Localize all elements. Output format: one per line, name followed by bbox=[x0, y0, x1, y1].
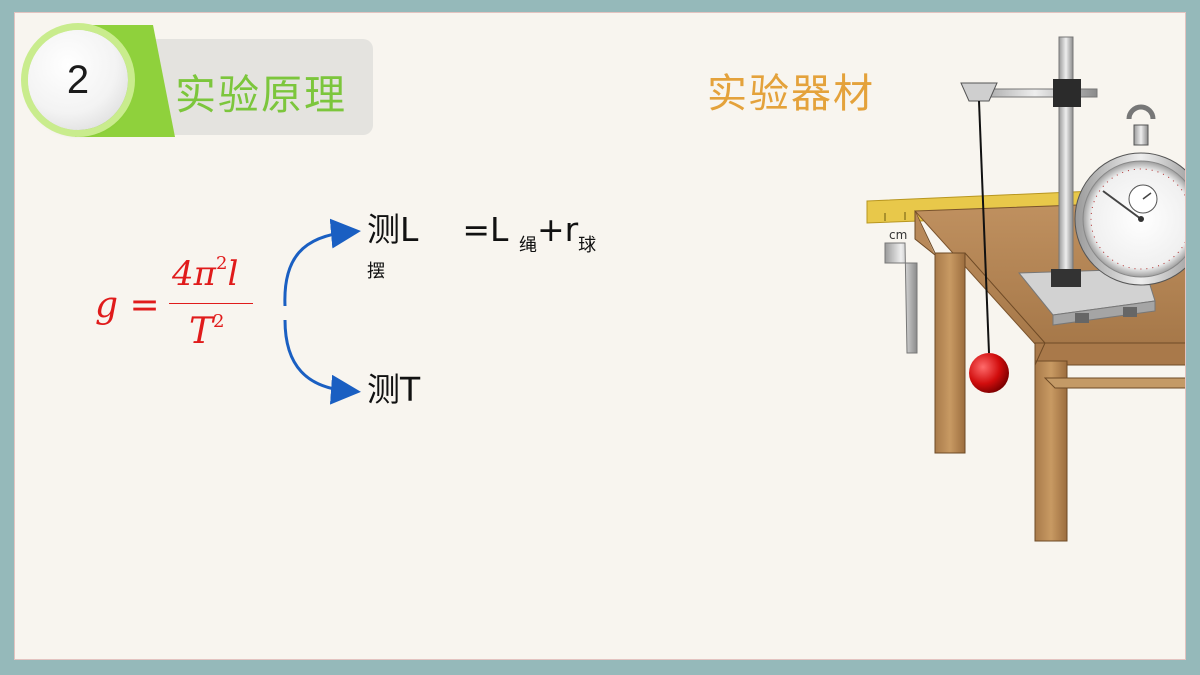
slide: 2 实验原理 实验器材 g = 4π2l T2 测L =L 绳+r球 摆 测T bbox=[14, 12, 1186, 660]
formula-lhs: g = bbox=[95, 285, 160, 326]
measure-period: 测T bbox=[367, 370, 421, 409]
apparatus-illustration: cm 10 bbox=[866, 36, 1185, 542]
length-formula-eq-sub: 绳 bbox=[518, 235, 537, 256]
section-title: 实验原理 bbox=[175, 71, 347, 119]
arrow-to-length bbox=[283, 218, 361, 307]
section-number-circle bbox=[28, 30, 128, 130]
formula-fraction-bar bbox=[169, 303, 253, 304]
equipment-title: 实验器材 bbox=[707, 71, 875, 117]
arrow-to-period bbox=[283, 319, 361, 405]
measure-length-label: 测L bbox=[367, 210, 419, 249]
length-formula-eq: =L bbox=[462, 210, 509, 249]
stopwatch bbox=[1074, 104, 1185, 286]
section-number: 2 bbox=[66, 57, 90, 102]
pendulum bbox=[969, 100, 1009, 393]
length-formula-plus-sub: 球 bbox=[578, 235, 597, 256]
branch-arrows bbox=[283, 218, 361, 405]
length-formula-plus: +r bbox=[536, 210, 579, 249]
caliper-cm-label: cm bbox=[889, 228, 907, 242]
formula-numerator: 4π2l bbox=[172, 253, 239, 294]
formula-denominator: T2 bbox=[189, 311, 225, 352]
gravity-formula: g = 4π2l T2 bbox=[95, 253, 265, 363]
measure-length: 测L =L 绳+r球 bbox=[367, 203, 596, 257]
measure-length-subscript: 摆 bbox=[367, 261, 385, 282]
